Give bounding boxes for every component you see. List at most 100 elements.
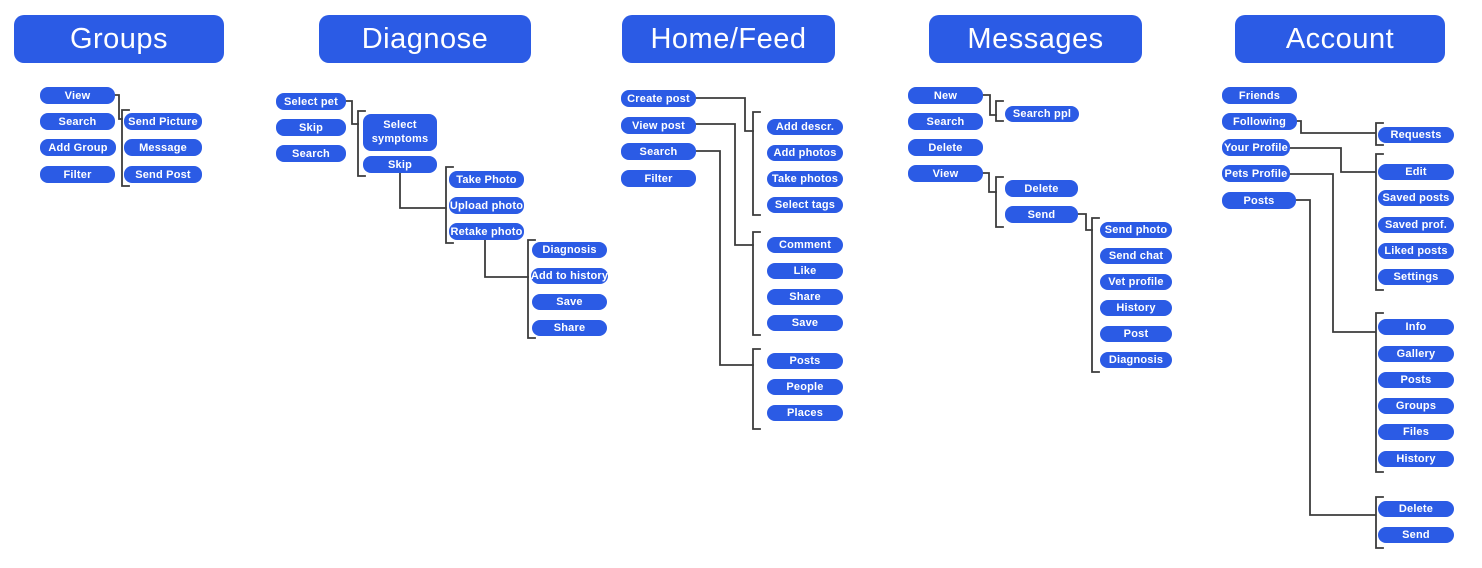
node-groups-send-post: Send Post bbox=[124, 166, 202, 183]
connector-account-following bbox=[1296, 120, 1376, 134]
bracket-diagnose-result-step bbox=[527, 239, 536, 339]
node-account-send: Send bbox=[1378, 527, 1454, 543]
node-groups-message: Message bbox=[124, 139, 202, 156]
node-groups-send-picture: Send Picture bbox=[124, 113, 202, 130]
bracket-diagnose-photo-step bbox=[445, 166, 454, 244]
bracket-messages-send-children bbox=[1091, 217, 1100, 373]
bracket-messages-view-children bbox=[995, 176, 1004, 228]
node-account-delete: Delete bbox=[1378, 501, 1454, 517]
node-diagnose-take-photo: Take Photo bbox=[449, 171, 524, 188]
node-account-saved-prof: Saved prof. bbox=[1378, 217, 1454, 233]
bracket-account-your-profile-children bbox=[1375, 153, 1384, 291]
node-messages-send-photo: Send photo bbox=[1100, 222, 1172, 238]
node-home-share: Share bbox=[767, 289, 843, 305]
node-diagnose-retake-photo: Retake photo bbox=[449, 223, 524, 240]
node-diagnose-add-to-history: Add to history bbox=[530, 268, 609, 284]
connector-account-posts bbox=[1295, 199, 1376, 516]
node-home-filter: Filter bbox=[621, 170, 696, 187]
node-account-groups: Groups bbox=[1378, 398, 1454, 414]
bracket-home-create-post-children bbox=[752, 111, 761, 216]
bracket-groups-view-children bbox=[121, 109, 130, 187]
bracket-account-posts-children bbox=[1375, 496, 1384, 549]
node-diagnose-search: Search bbox=[276, 145, 346, 162]
node-messages-history: History bbox=[1100, 300, 1172, 316]
node-home-search: Search bbox=[621, 143, 696, 160]
node-diagnose-upload-photo: Upload photo bbox=[449, 197, 524, 214]
node-home-comment: Comment bbox=[767, 237, 843, 253]
section-title-account: Account bbox=[1235, 15, 1445, 63]
node-home-places: Places bbox=[767, 405, 843, 421]
bracket-diagnose-symptom-step bbox=[357, 110, 366, 177]
connector-diagnose-retake-photo bbox=[484, 238, 529, 278]
node-home-take-photos: Take photos bbox=[767, 171, 843, 187]
node-diagnose-diagnosis: Diagnosis bbox=[532, 242, 607, 258]
node-home-create-post: Create post bbox=[621, 90, 696, 107]
node-groups-view: View bbox=[40, 87, 115, 104]
connector-messages-view bbox=[982, 172, 997, 193]
connector-diagnose-skip bbox=[399, 172, 447, 209]
node-account-info: Info bbox=[1378, 319, 1454, 335]
node-messages-send-chat: Send chat bbox=[1100, 248, 1172, 264]
node-account-following: Following bbox=[1222, 113, 1297, 130]
node-diagnose-select-pet: Select pet bbox=[276, 93, 346, 110]
connector-diagnose-select-pet bbox=[345, 100, 359, 125]
node-account-gallery: Gallery bbox=[1378, 346, 1454, 362]
connector-messages-send bbox=[1077, 213, 1093, 231]
node-diagnose-skip-2: Skip bbox=[363, 156, 437, 173]
connector-messages-new bbox=[982, 94, 997, 116]
node-messages-vet-profile: Vet profile bbox=[1100, 274, 1172, 290]
node-messages-diagnosis: Diagnosis bbox=[1100, 352, 1172, 368]
node-home-view-post: View post bbox=[621, 117, 696, 134]
node-messages-send: Send bbox=[1005, 206, 1078, 223]
bracket-home-view-post-children bbox=[752, 231, 761, 336]
section-title-groups: Groups bbox=[14, 15, 224, 63]
node-account-posts-2: Posts bbox=[1378, 372, 1454, 388]
bracket-account-pets-profile-children bbox=[1375, 312, 1384, 473]
node-account-settings: Settings bbox=[1378, 269, 1454, 285]
node-account-requests: Requests bbox=[1378, 127, 1454, 143]
node-groups-filter: Filter bbox=[40, 166, 115, 183]
bracket-home-search-children bbox=[752, 348, 761, 430]
connector-home-view-post bbox=[695, 123, 754, 246]
section-title-diagnose: Diagnose bbox=[319, 15, 531, 63]
section-title-home-feed: Home/Feed bbox=[622, 15, 835, 63]
node-home-people: People bbox=[767, 379, 843, 395]
section-title-messages: Messages bbox=[929, 15, 1142, 63]
connector-home-search bbox=[695, 150, 754, 366]
node-home-like: Like bbox=[767, 263, 843, 279]
node-messages-search: Search bbox=[908, 113, 983, 130]
node-home-posts: Posts bbox=[767, 353, 843, 369]
node-messages-delete-2: Delete bbox=[1005, 180, 1078, 197]
node-account-liked-posts: Liked posts bbox=[1378, 243, 1454, 259]
node-messages-view: View bbox=[908, 165, 983, 182]
node-messages-search-ppl: Search ppl bbox=[1005, 106, 1079, 122]
bracket-account-following-children bbox=[1375, 122, 1384, 146]
node-messages-post: Post bbox=[1100, 326, 1172, 342]
node-account-saved-posts: Saved posts bbox=[1378, 190, 1454, 206]
connector-home-create-post bbox=[695, 97, 754, 132]
node-home-add-photos: Add photos bbox=[767, 145, 843, 161]
connector-account-your-profile bbox=[1289, 147, 1376, 173]
node-messages-new: New bbox=[908, 87, 983, 104]
node-diagnose-skip: Skip bbox=[276, 119, 346, 136]
connector-groups-view bbox=[113, 94, 123, 120]
node-home-save: Save bbox=[767, 315, 843, 331]
node-diagnose-save: Save bbox=[532, 294, 607, 310]
node-account-edit: Edit bbox=[1378, 164, 1454, 180]
bracket-messages-new-children bbox=[995, 100, 1004, 122]
node-home-add-descr: Add descr. bbox=[767, 119, 843, 135]
node-diagnose-select-symptoms: Select symptoms bbox=[363, 114, 437, 151]
node-account-pets-profile: Pets Profile bbox=[1222, 165, 1290, 182]
node-account-your-profile: Your Profile bbox=[1222, 139, 1290, 156]
node-account-history: History bbox=[1378, 451, 1454, 467]
node-groups-add-group: Add Group bbox=[40, 139, 116, 156]
node-account-friends: Friends bbox=[1222, 87, 1297, 104]
node-account-files: Files bbox=[1378, 424, 1454, 440]
node-home-select-tags: Select tags bbox=[767, 197, 843, 213]
connector-account-pets-profile bbox=[1289, 173, 1376, 333]
node-diagnose-share: Share bbox=[532, 320, 607, 336]
node-account-posts: Posts bbox=[1222, 192, 1296, 209]
node-messages-delete: Delete bbox=[908, 139, 983, 156]
